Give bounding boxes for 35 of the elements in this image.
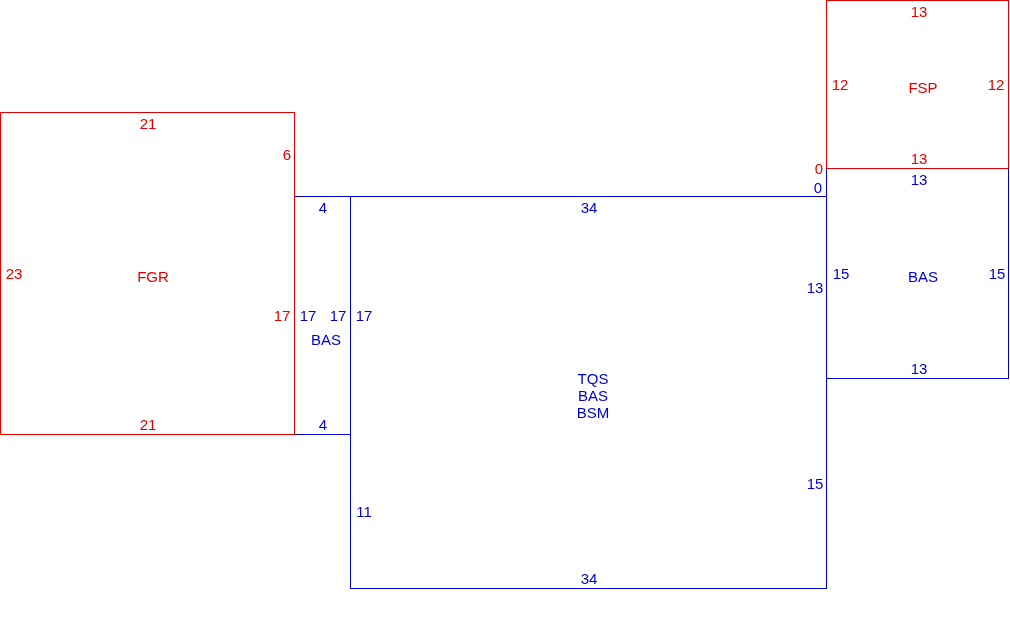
dimension-label: 4 [318,415,328,433]
dimension-label: 23 [5,264,23,282]
dimension-label: 13 [910,359,928,377]
dimension-label: 0 [813,178,823,196]
dimension-label: 13 [910,170,928,188]
room-code: FSP [908,78,938,96]
room-code: BAS [311,330,341,348]
dimension-label: 17 [329,306,347,324]
dimension-label: 13 [910,2,928,20]
dimension-label: 13 [806,278,824,296]
dimension-label: 0 [814,159,824,177]
room-code: TQS [577,369,609,387]
room-outline [826,168,1009,379]
room-code: FGR [137,267,169,285]
dimension-label: 17 [299,306,317,324]
dimension-label: 12 [831,75,849,93]
dimension-label: 12 [987,75,1005,93]
dimension-label: 21 [139,114,157,132]
dimension-label: 15 [832,264,850,282]
dimension-label: 17 [355,306,373,324]
dimension-label: 6 [282,145,292,163]
dimension-label: 34 [580,569,598,587]
room-outline [294,196,351,435]
dimension-label: 21 [139,415,157,433]
dimension-label: 15 [806,474,824,492]
room-code: BAS [578,386,608,404]
room-code: BSM [576,403,610,421]
room-outline [0,112,295,435]
room-code: BAS [908,267,938,285]
dimension-label: 17 [273,306,291,324]
dimension-label: 13 [910,149,928,167]
dimension-label: 11 [356,502,372,520]
dimension-label: 4 [318,198,328,216]
dimension-label: 34 [580,198,598,216]
dimension-label: 15 [988,264,1006,282]
